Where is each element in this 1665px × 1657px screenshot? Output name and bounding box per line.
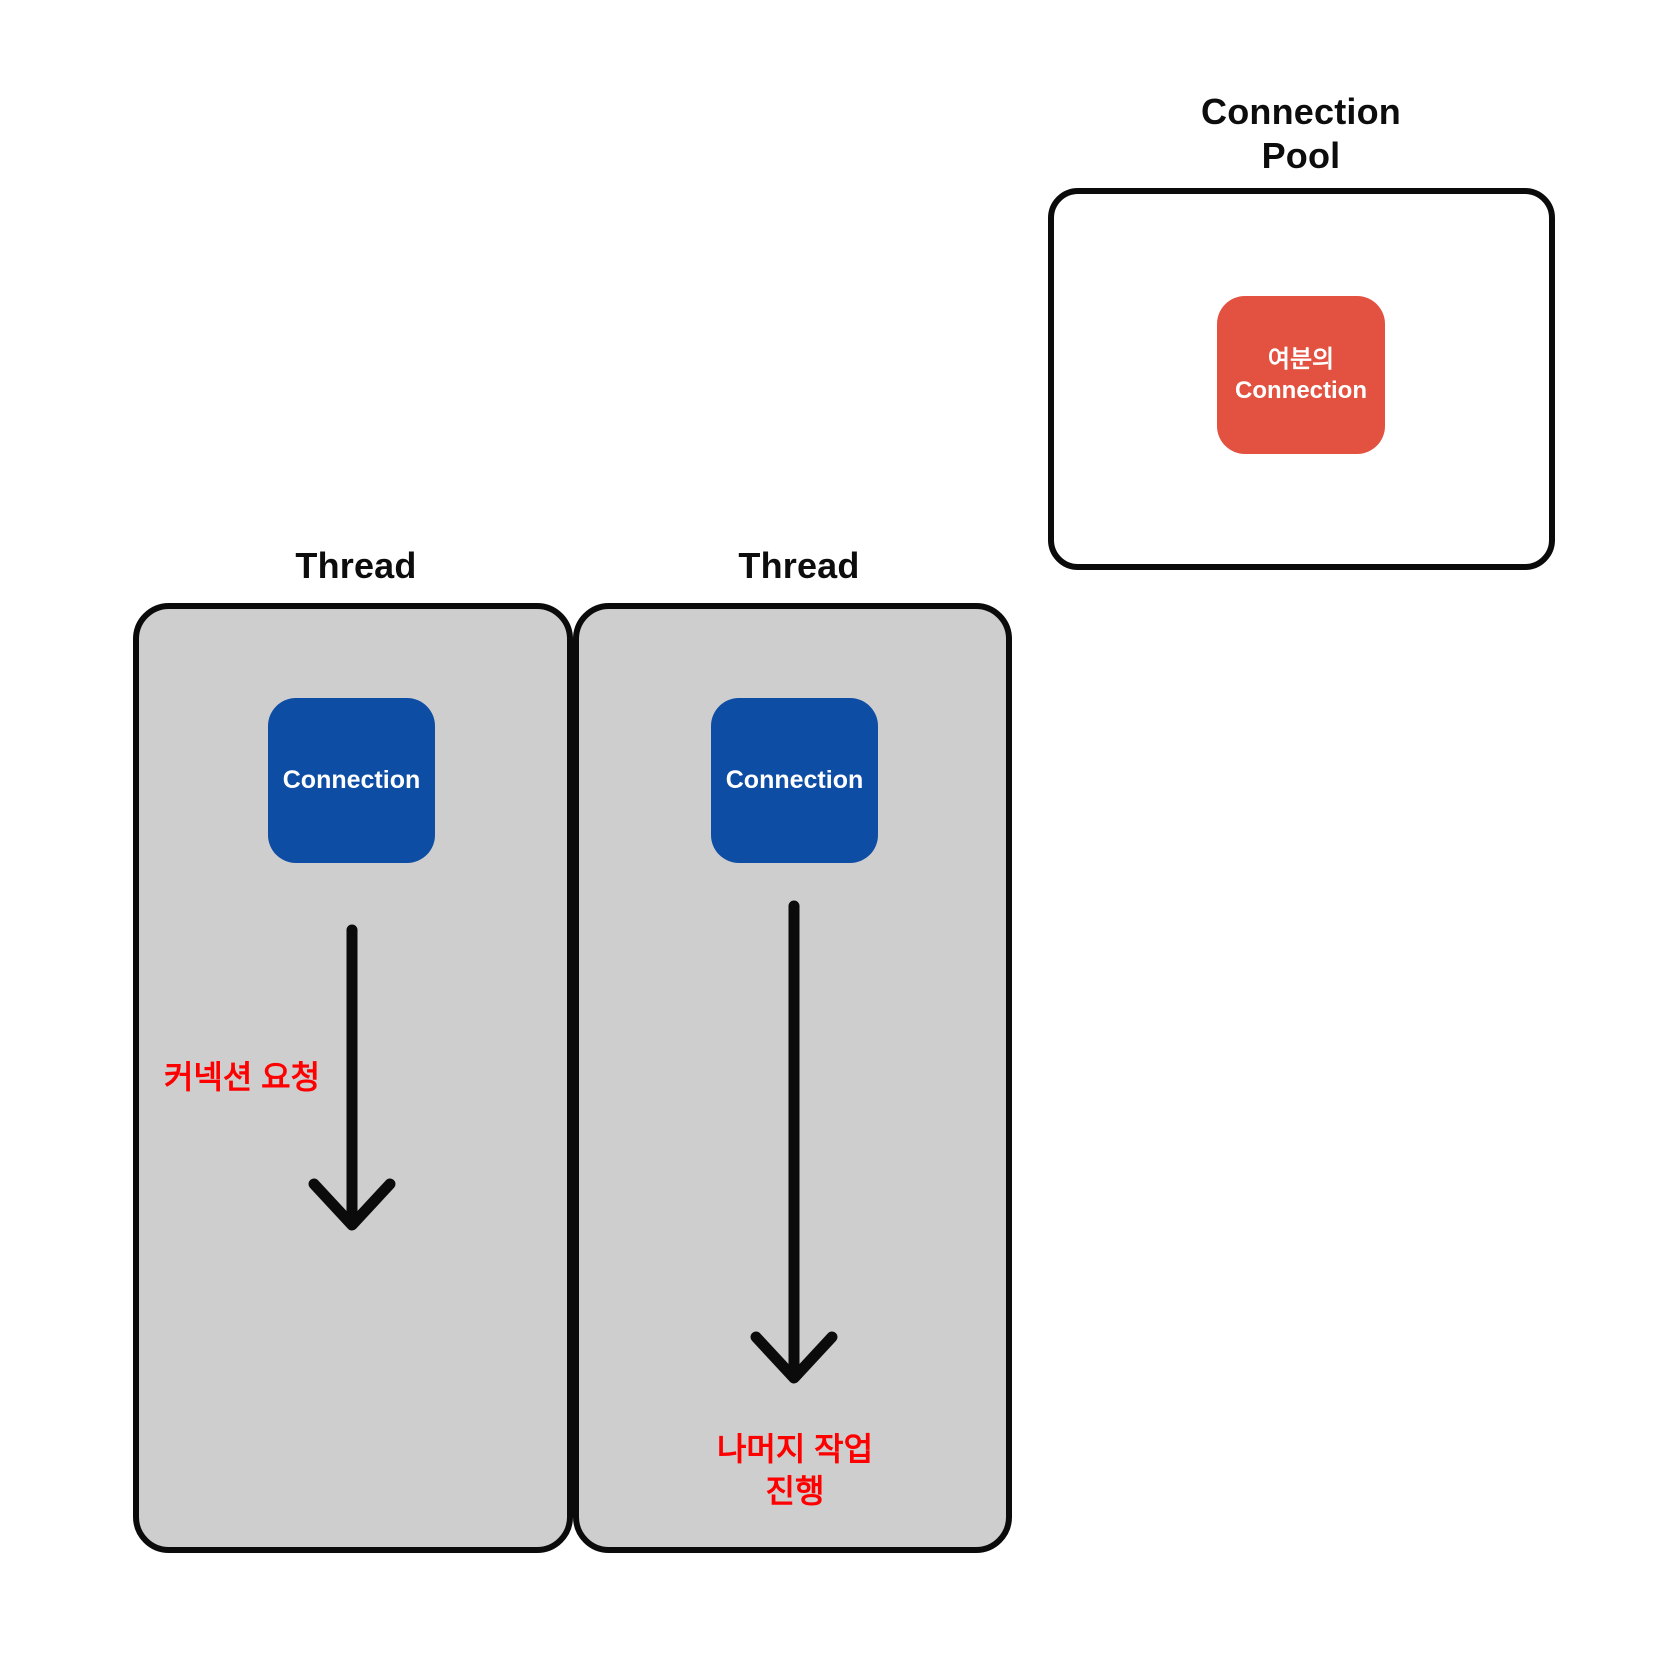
thread-1-connection-node: Connection — [268, 698, 435, 863]
spare-connection-label-line1: 여분의 — [1267, 346, 1335, 373]
thread-1-connection-label: Connection — [282, 766, 421, 794]
spare-connection-label-line2: Connection — [1235, 377, 1367, 404]
thread-2-annotation: 나머지 작업 진행 — [635, 1428, 955, 1512]
spare-connection-node: 여분의 Connection — [1217, 296, 1385, 454]
connection-pool-title: Connection Pool — [1151, 90, 1451, 178]
thread-2-title: Thread — [738, 545, 860, 586]
thread-2-annotation-line1: 나머지 작업 — [716, 1431, 874, 1467]
thread-2-connection-node: Connection — [711, 698, 878, 863]
connection-pool-title-line2: Pool — [1261, 135, 1341, 176]
thread-2-annotation-line2: 진행 — [765, 1473, 825, 1509]
thread-1-annotation: 커넥션 요청 — [163, 1059, 321, 1095]
thread-2-connection-label: Connection — [725, 766, 864, 794]
connection-pool-title-line1: Connection — [1201, 91, 1401, 132]
thread-1-title: Thread — [295, 545, 417, 586]
